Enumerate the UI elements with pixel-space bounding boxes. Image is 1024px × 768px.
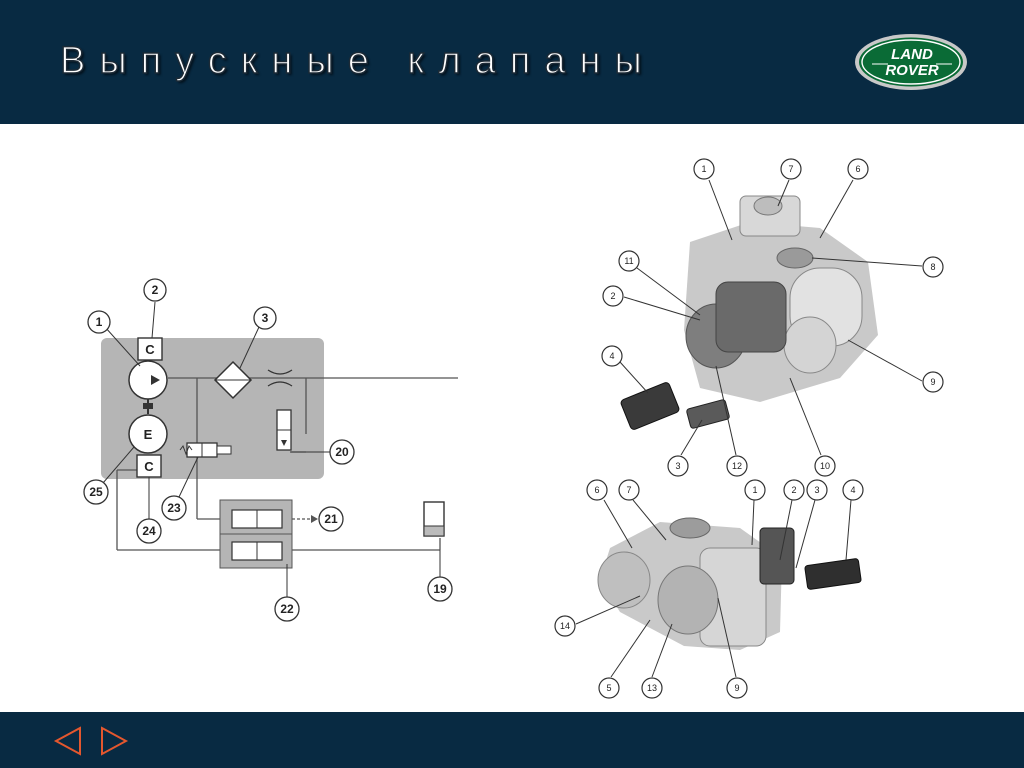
logo-text-land: LAND	[891, 46, 933, 63]
photo-bottom-callout-5: 5	[598, 619, 651, 699]
motor-symbol	[128, 414, 168, 454]
photo-top-callout-9: 9	[847, 339, 944, 393]
svg-text:7: 7	[626, 485, 631, 495]
compressor-photo-bottom	[597, 517, 862, 650]
schematic-callout-2: 2	[143, 278, 167, 339]
photo-bottom-callout-4: 4	[842, 479, 864, 561]
svg-text:3: 3	[675, 461, 680, 471]
next-arrow-icon[interactable]	[98, 725, 130, 757]
svg-text:7: 7	[788, 164, 793, 174]
photo-top-callout-3: 3	[667, 419, 703, 477]
svg-text:21: 21	[324, 512, 338, 526]
header-bar: Выпускные клапаны LAND ROVER	[0, 0, 1024, 124]
svg-text:10: 10	[820, 461, 830, 471]
svg-text:25: 25	[89, 485, 103, 499]
svg-text:24: 24	[142, 524, 156, 538]
photo-top-callout-2: 2	[602, 285, 701, 321]
svg-text:5: 5	[606, 683, 611, 693]
photo-top-callout-11: 11	[618, 250, 701, 316]
svg-text:4: 4	[609, 351, 614, 361]
svg-text:6: 6	[855, 164, 860, 174]
schematic-callout-23: 23	[161, 456, 199, 521]
chamber-c-top-label: C	[145, 342, 155, 357]
compressor-photo-top	[620, 195, 878, 430]
photo-bottom-callout-14: 14	[554, 595, 641, 637]
motor-label: E	[144, 427, 153, 442]
compressor-symbol	[128, 360, 168, 400]
chamber-c-top	[137, 337, 163, 361]
schematic-callout-25: 25	[83, 446, 135, 505]
photo-top-callout-1: 1	[693, 158, 733, 241]
svg-text:14: 14	[560, 621, 570, 631]
pneumatic-schematic: C E C	[83, 278, 458, 622]
photo-bottom-callout-2: 2	[779, 479, 805, 561]
svg-text:8: 8	[930, 262, 935, 272]
svg-text:12: 12	[732, 461, 742, 471]
svg-text:3: 3	[814, 485, 819, 495]
svg-text:22: 22	[280, 602, 294, 616]
photo-top-callout-12: 12	[715, 365, 748, 477]
svg-text:2: 2	[791, 485, 796, 495]
schematic-callout-24: 24	[136, 477, 162, 544]
svg-text:3: 3	[262, 311, 269, 325]
svg-text:1: 1	[701, 164, 706, 174]
svg-text:2: 2	[610, 291, 615, 301]
svg-text:1: 1	[752, 485, 757, 495]
photo-bottom-callout-7: 7	[618, 479, 667, 541]
photo-bottom-callout-6: 6	[586, 479, 633, 549]
svg-text:20: 20	[335, 445, 349, 459]
photo-bottom-callout-13: 13	[641, 623, 673, 699]
svg-text:6: 6	[594, 485, 599, 495]
svg-text:13: 13	[647, 683, 657, 693]
svg-text:4: 4	[850, 485, 855, 495]
photo-bottom-callout-9: 9	[717, 597, 748, 699]
diagram-area: C E C	[83, 158, 944, 699]
svg-text:1: 1	[96, 315, 103, 329]
schematic-callout-22: 22	[274, 564, 300, 622]
photo-bottom-callout-3: 3	[795, 479, 828, 569]
schematic-callout-3: 3	[239, 306, 277, 369]
svg-text:19: 19	[433, 582, 447, 596]
schematic-callout-21: 21	[318, 506, 344, 532]
svg-text:2: 2	[152, 283, 159, 297]
schematic-callout-19: 19	[427, 550, 453, 602]
svg-text:9: 9	[734, 683, 739, 693]
land-rover-logo: LAND ROVER	[855, 34, 967, 90]
footer-bar	[0, 712, 1024, 768]
photo-top-callout-7: 7	[777, 158, 802, 207]
prev-arrow-icon[interactable]	[52, 725, 84, 757]
schematic-callout-20: 20	[290, 439, 355, 465]
photo-top-callout-6: 6	[819, 158, 869, 239]
photo-top-callout-8: 8	[811, 256, 944, 278]
photo-bottom-callout-1: 1	[744, 479, 766, 546]
photo-top-callout-10: 10	[789, 377, 836, 477]
logo-text-rover: ROVER	[885, 62, 939, 79]
photo-top-callout-4: 4	[601, 345, 649, 394]
page-title: Выпускные клапаны	[59, 39, 656, 83]
svg-text:9: 9	[930, 377, 935, 387]
restrictor-symbol	[267, 369, 293, 387]
chamber-c-bottom-label: C	[144, 459, 154, 474]
svg-text:23: 23	[167, 501, 181, 515]
svg-text:11: 11	[624, 256, 633, 266]
schematic-callout-1: 1	[87, 310, 141, 367]
